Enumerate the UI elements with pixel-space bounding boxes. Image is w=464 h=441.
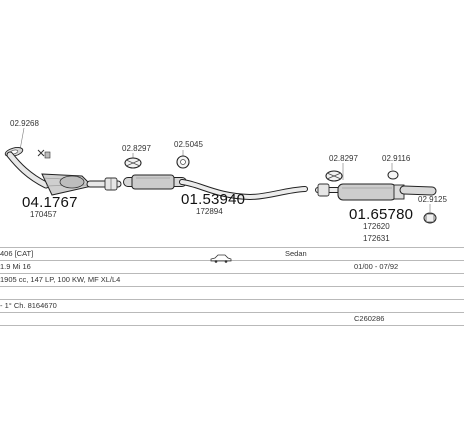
engine-name: 1.9 Mi 16 <box>0 262 31 271</box>
sedan-car-icon <box>210 250 232 268</box>
mounting-part-02-9125 <box>423 212 437 224</box>
part-label-02-5045: 02.5045 <box>174 140 203 149</box>
rear-oe-number-1: 172620 <box>363 222 390 231</box>
engine-specs: 1905 cc, 147 LP, 100 KW, MF XL/L4 <box>0 275 121 284</box>
body-type: Sedan <box>285 249 307 258</box>
info-row-engine: 1.9 Mi 16 01/00 - 07/92 <box>0 261 464 274</box>
middle-silencer-section <box>123 174 308 201</box>
vehicle-model: 406 [CAT] <box>0 249 34 258</box>
info-row-model: 406 [CAT] Sedan <box>0 247 464 263</box>
rear-pipe-clamp <box>317 183 330 197</box>
production-date-range: 01/00 - 07/92 <box>354 262 399 271</box>
gasket-part-02-5045 <box>176 155 190 169</box>
exhaust-diagram <box>4 127 437 224</box>
clamp-part-02-8297-rear <box>325 170 343 182</box>
part-label-02-9268: 02.9268 <box>10 119 39 128</box>
mounting-part-02-9116 <box>387 170 399 180</box>
part-label-02-9116: 02.9116 <box>382 154 411 163</box>
front-pipe-catalyst <box>4 147 122 196</box>
info-row-chassis: - 1° Ch. 8164670 <box>0 300 464 313</box>
info-row-empty <box>0 287 464 300</box>
rear-oe-number-2: 172631 <box>363 234 390 243</box>
part-label-02-9125: 02.9125 <box>418 195 447 204</box>
pipe-clamp <box>104 177 118 191</box>
part-label-02-8297: 02.8297 <box>122 144 151 153</box>
rear-silencer-section <box>315 183 437 201</box>
clamp-part-02-8297 <box>124 157 142 169</box>
rear-part-code: 01.65780 <box>349 206 414 223</box>
catalyst-oe-number: 170457 <box>30 210 57 219</box>
chassis-number: - 1° Ch. 8164670 <box>0 301 57 310</box>
part-label-02-8297-rear: 02.8297 <box>329 154 358 163</box>
kit-code: C260286 <box>354 314 385 323</box>
vehicle-info-table: 406 [CAT] Sedan 1.9 Mi 16 01/00 - 07/92 … <box>0 247 464 326</box>
info-row-kit: C260286 <box>0 313 464 326</box>
middle-oe-number: 172894 <box>196 207 223 216</box>
middle-part-code: 01.53940 <box>181 191 246 208</box>
info-row-specs: 1905 cc, 147 LP, 100 KW, MF XL/L4 <box>0 274 464 287</box>
catalyst-part-code: 04.1767 <box>22 194 78 211</box>
